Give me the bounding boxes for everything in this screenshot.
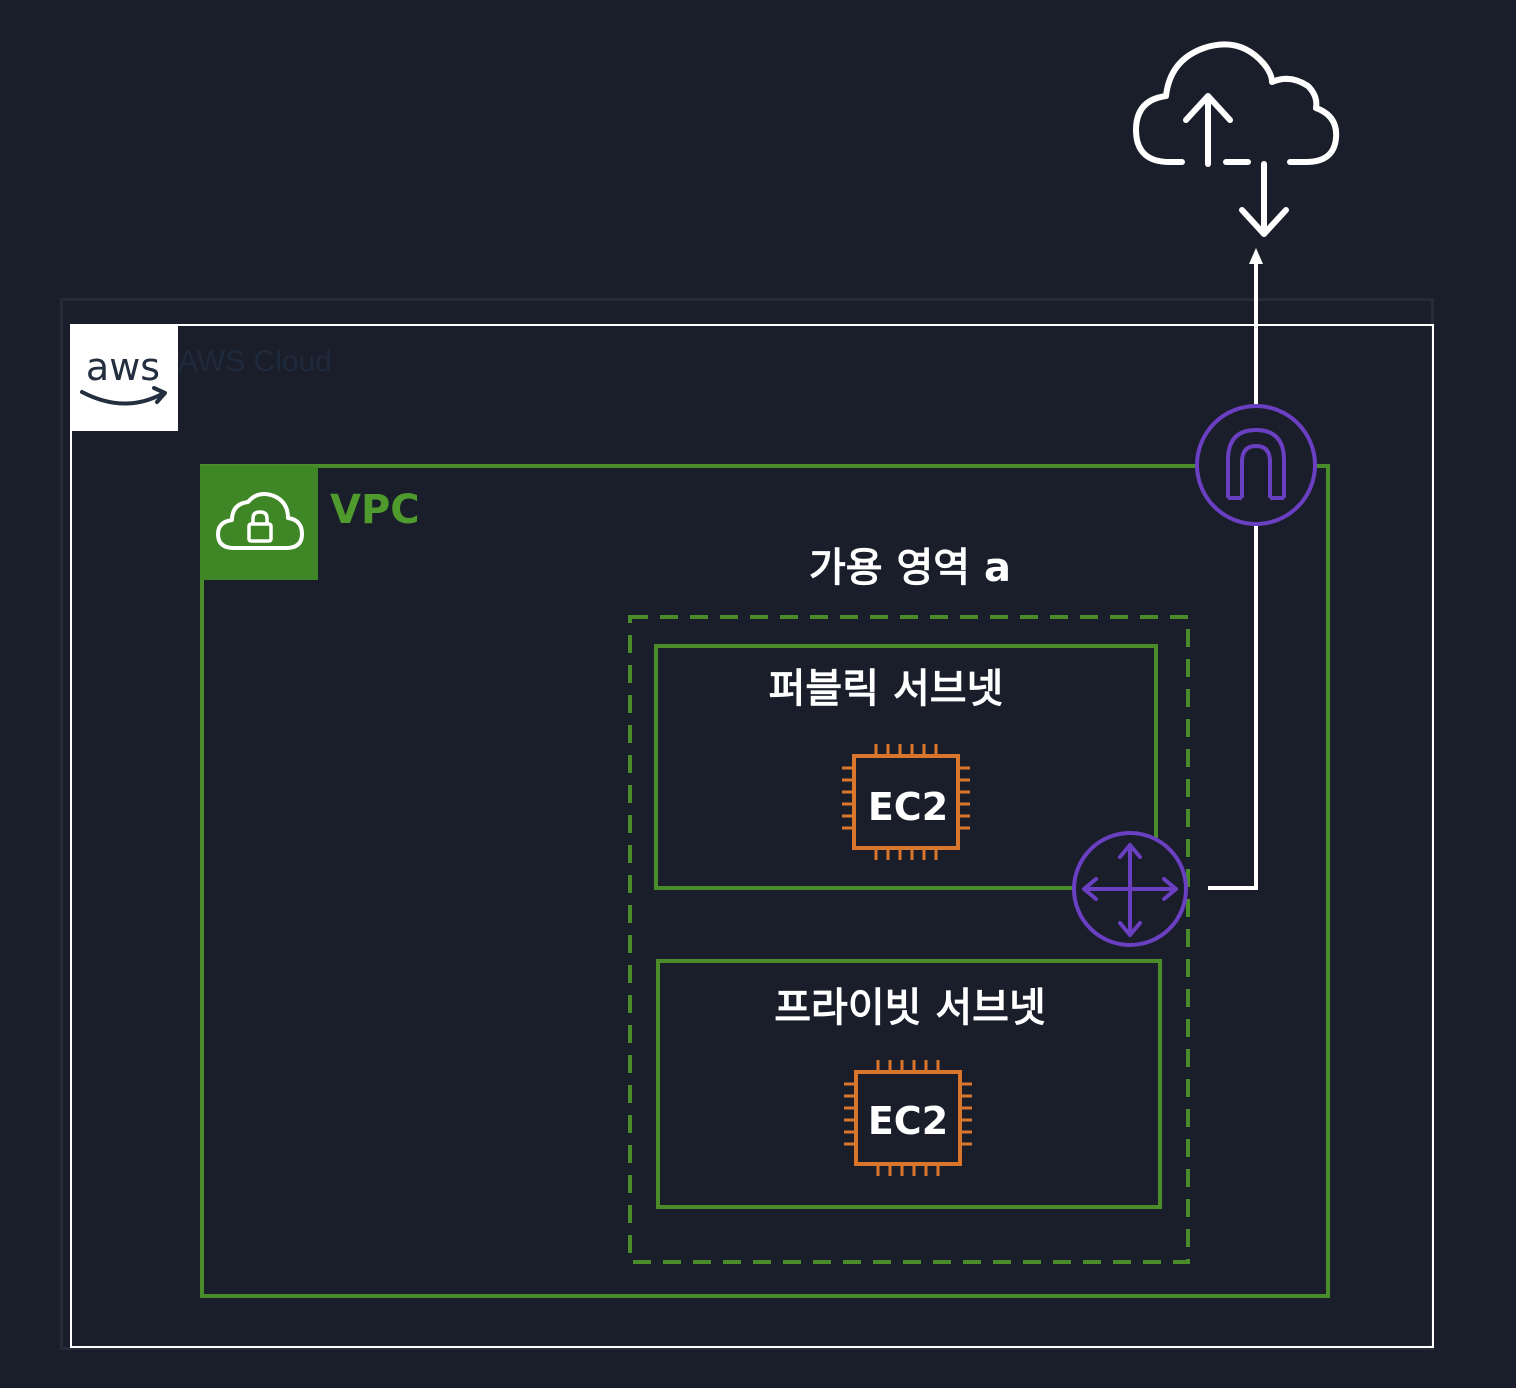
aws-cloud-label: AWS Cloud [178, 345, 332, 378]
public-ec2-label: EC2 [868, 785, 948, 829]
aws-cloud-group [70, 324, 1434, 1348]
availability-zone-group [628, 615, 1190, 1264]
private-subnet-group [656, 959, 1162, 1209]
router-icon [1072, 831, 1188, 947]
public-subnet-group [654, 644, 1158, 890]
vpc-group [200, 464, 1330, 1298]
network-connection [1208, 248, 1263, 890]
aws-logo-icon: aws [80, 345, 167, 406]
vpc-icon-badge [200, 466, 318, 580]
vpc-label: VPC [330, 487, 420, 533]
aws-logo: aws [70, 324, 178, 431]
ec2-chip-icon [842, 1058, 974, 1178]
ec2-chip-icon [840, 742, 972, 862]
cloud-upload-download-icon [1133, 41, 1340, 237]
vpc-cloud-lock-icon [216, 492, 304, 550]
internet-gateway-icon [1195, 404, 1317, 526]
availability-zone-label: 가용 영역 a [808, 545, 1012, 591]
public-subnet-label: 퍼블릭 서브넷 [768, 666, 1004, 712]
private-subnet-label: 프라이빗 서브넷 [774, 985, 1046, 1031]
private-ec2-label: EC2 [868, 1099, 948, 1143]
aws-logo-text: aws [86, 345, 160, 389]
